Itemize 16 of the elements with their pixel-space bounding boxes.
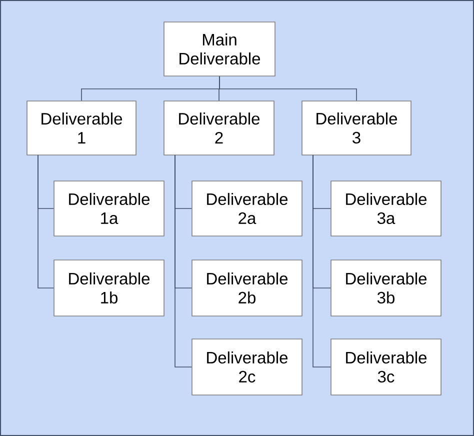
deliverable-box: Deliverable 2a [192, 180, 302, 236]
deliverable-box: Deliverable 1a [54, 180, 164, 236]
deliverable-box: Deliverable 2b [192, 260, 302, 316]
deliverable-box: Deliverable 3a [330, 180, 442, 236]
deliverable-box: Deliverable 3 [302, 100, 412, 156]
deliverable-box: Main Deliverable [164, 22, 276, 76]
connector-line [219, 76, 357, 101]
connector-line [174, 154, 192, 368]
connector-line [312, 154, 331, 368]
connector-line [38, 154, 54, 288]
deliverable-box: Deliverable 3b [330, 260, 442, 316]
deliverable-box: Deliverable 3c [330, 338, 442, 396]
deliverable-box: Deliverable 1b [54, 260, 164, 316]
deliverable-box: Deliverable 2 [164, 100, 274, 156]
deliverable-box: Deliverable 2c [192, 338, 302, 396]
deliverable-box: Deliverable 1 [26, 100, 136, 156]
